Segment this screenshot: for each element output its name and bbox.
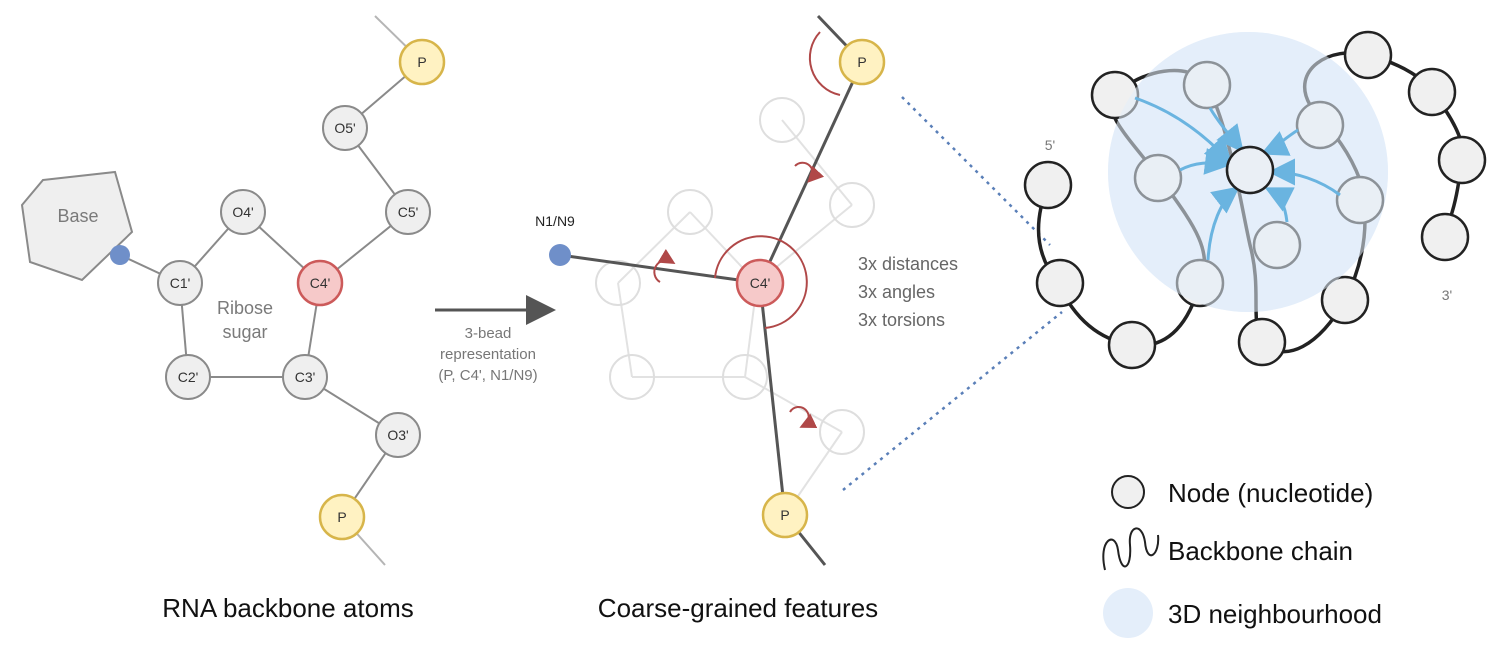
n-bead-label: N1/N9: [535, 213, 575, 229]
node: [1237, 317, 1287, 367]
arrow-note-line1: 3-bead: [465, 325, 512, 342]
legend-node-text: Node (nucleotide): [1168, 478, 1373, 508]
atom-label: P: [417, 54, 426, 70]
bead-label: P: [857, 54, 866, 70]
node: [1437, 135, 1487, 185]
atom-label: O3': [387, 427, 408, 443]
feature-distances: 3x distances: [858, 254, 958, 274]
message-passing-arrows: [1134, 96, 1341, 261]
legend: Node (nucleotide) Backbone chain 3D neig…: [1102, 475, 1382, 638]
center-node: [1225, 145, 1275, 195]
atom-label: O4': [232, 204, 253, 220]
bead-p-top: P: [838, 38, 886, 86]
atom-o5: O5': [322, 105, 368, 151]
feature-torsions: 3x torsions: [858, 310, 945, 330]
legend-neighbourhood: 3D neighbourhood: [1103, 588, 1382, 638]
legend-chain-text: Backbone chain: [1168, 536, 1353, 566]
panel2-caption: Coarse-grained features: [598, 593, 878, 623]
atom-label: O5': [334, 120, 355, 136]
panel-graph: 5' 3': [1023, 30, 1487, 370]
legend-chain: Backbone chain: [1102, 527, 1353, 571]
n-bead: [549, 244, 571, 266]
arrow-note-line2: representation: [440, 346, 536, 363]
atom-c1: C1': [157, 260, 203, 306]
bead-p-bottom: P: [761, 491, 809, 539]
feature-angles: 3x angles: [858, 282, 935, 302]
panel-coarse-grained: N1/N9 C4' P P 3x distances 3x angles 3x …: [535, 14, 958, 623]
ribose-label-line1: Ribose: [217, 298, 273, 318]
node: [1320, 275, 1370, 325]
base-label: Base: [57, 206, 98, 226]
representation-arrow: 3-bead representation (P, C4', N1/N9): [435, 295, 556, 384]
atom-o4: O4': [220, 189, 266, 235]
node: [1407, 67, 1457, 117]
node: [1035, 258, 1085, 308]
atom-c4: C4': [296, 259, 344, 307]
atom-label: C5': [398, 204, 419, 220]
node: [1107, 320, 1157, 370]
legend-neighbourhood-text: 3D neighbourhood: [1168, 599, 1382, 629]
ghost-backbone: [595, 97, 875, 516]
atom-c5: C5': [385, 189, 431, 235]
bead-label: C4': [750, 275, 771, 291]
panel1-caption: RNA backbone atoms: [162, 593, 413, 623]
legend-node: Node (nucleotide): [1111, 475, 1373, 509]
base-attachment-dot: [110, 245, 130, 265]
node: [1023, 160, 1073, 210]
atom-label: C1': [170, 275, 191, 291]
ribose-label-line2: sugar: [222, 322, 267, 342]
atom-label: C4': [310, 275, 331, 291]
three-prime-label: 3': [1442, 287, 1452, 303]
bead-label: P: [780, 507, 789, 523]
atom-o3: O3': [375, 412, 421, 458]
node: [1343, 30, 1393, 80]
zoom-connector-top: [901, 96, 1051, 246]
atom-c2: C2': [165, 354, 211, 400]
atom-label: P: [337, 509, 346, 525]
five-prime-label: 5': [1045, 137, 1055, 153]
base-hexagon: [20, 170, 134, 282]
bead-c4: C4': [735, 258, 785, 308]
atom-p-bottom: P: [318, 493, 366, 541]
node: [1420, 212, 1470, 262]
zoom-connector-bottom: [842, 311, 1063, 491]
panel-backbone-atoms: Base Ribose sugar P O5' C5' O4' C4' C1': [20, 15, 446, 623]
atom-c3: C3': [282, 354, 328, 400]
atom-label: C3': [295, 369, 316, 385]
arrow-note-line3: (P, C4', N1/N9): [438, 367, 537, 384]
atom-p-top: P: [398, 38, 446, 86]
atom-label: C2': [178, 369, 199, 385]
